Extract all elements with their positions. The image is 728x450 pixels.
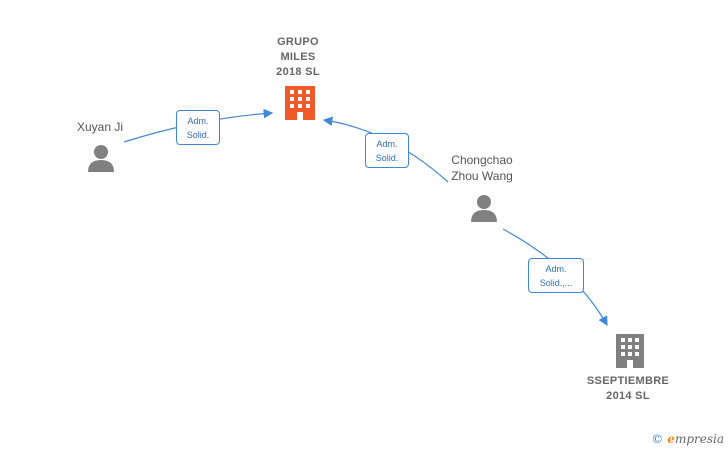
brand-name: mpresia <box>674 432 724 446</box>
person-icon[interactable] <box>88 145 114 172</box>
person-label-xuyan[interactable]: Xuyan Ji <box>76 120 124 134</box>
edge-label-adm-solid[interactable]: Adm. Solid.,... <box>528 258 584 293</box>
building-icon[interactable] <box>616 334 644 368</box>
edge-label-adm-solid[interactable]: Adm. Solid. <box>365 133 409 168</box>
company-label-sseptiembre[interactable]: SSEPTIEMBRE 2014 SL <box>586 375 670 402</box>
empresia-brand: ©empresia <box>651 432 724 446</box>
brand-logo-initial: e <box>667 432 675 446</box>
building-icon[interactable] <box>285 86 315 120</box>
company-label-grupo[interactable]: GRUPO MILES 2018 SL <box>276 36 320 78</box>
copyright-symbol: © <box>651 432 664 446</box>
person-label-chongchao[interactable]: Chongchao Zhou Wang <box>451 153 513 183</box>
person-icon[interactable] <box>471 195 497 222</box>
edge-label-adm-solid[interactable]: Adm. Solid. <box>176 110 220 145</box>
